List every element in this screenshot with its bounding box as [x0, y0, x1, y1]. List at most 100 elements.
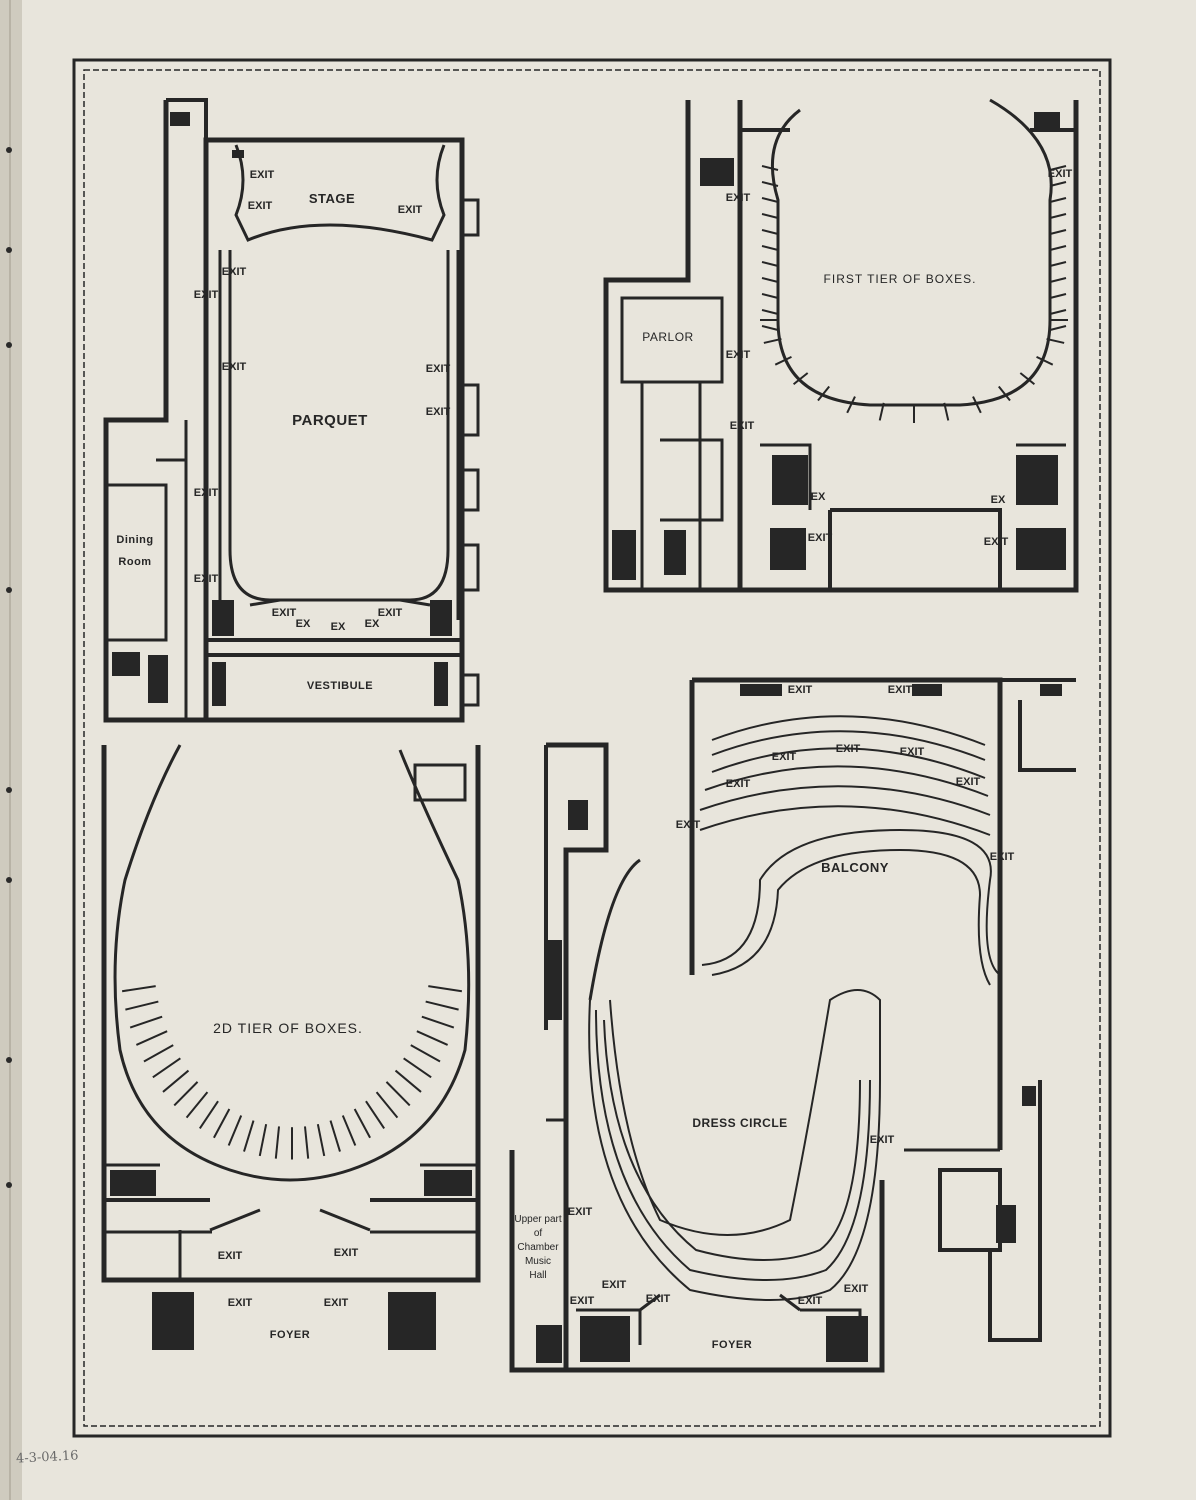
- first-tier-labels: FIRST TIER OF BOXES. PARLOR EXIT EXIT EX…: [642, 168, 1072, 548]
- box-partition: [761, 213, 779, 219]
- exit-label: EXIT: [324, 1297, 349, 1309]
- parlor-label: PARLOR: [642, 330, 693, 344]
- exit-label: EXIT: [870, 1134, 895, 1146]
- first-tier-horseshoe: [770, 98, 1053, 407]
- parlor-wall: [620, 296, 724, 384]
- exit-label: EXIT: [426, 363, 451, 375]
- dining-room-label-2: Room: [118, 556, 151, 568]
- exit-label: EXIT: [222, 266, 247, 278]
- dress-circle-outer-wall: [509, 1150, 885, 1373]
- box-partition: [129, 1015, 163, 1029]
- parquet-labels: STAGE PARQUET Dining Room VESTIBULE EXIT…: [116, 169, 450, 692]
- dress-circle-rows: [588, 989, 881, 1301]
- box-partition: [173, 1081, 199, 1107]
- box-partition: [1049, 181, 1067, 187]
- exit-label: EXIT: [194, 573, 219, 585]
- first-tier-floor-plan: [603, 98, 1079, 593]
- box-partition: [998, 385, 1011, 402]
- balcony-dress-circle-floor-plan: [509, 677, 1076, 1373]
- box-partition: [329, 1120, 341, 1152]
- first-tier-outer-wall: [737, 100, 1079, 593]
- exit-label: EXIT: [772, 751, 797, 763]
- exit-label: EXIT: [788, 684, 813, 696]
- box-partition: [761, 261, 779, 267]
- box-partition: [425, 1000, 459, 1011]
- stage-outline: [234, 144, 446, 242]
- chamber-music-hall-label: Chamber: [517, 1242, 559, 1253]
- dining-room-label: Dining: [116, 534, 153, 546]
- exit-label: EXIT: [378, 607, 403, 619]
- balcony-label: BALCONY: [821, 860, 889, 875]
- box-partition: [152, 1057, 181, 1079]
- box-partition: [761, 197, 779, 203]
- dress-circle-label: DRESS CIRCLE: [692, 1116, 787, 1130]
- exit-label: EXIT: [568, 1206, 593, 1218]
- box-partition: [1049, 213, 1067, 219]
- box-partition: [1049, 277, 1067, 283]
- box-partition: [385, 1081, 411, 1107]
- box-partition: [353, 1108, 371, 1139]
- box-partition: [1036, 355, 1054, 366]
- ex-label: EX: [296, 618, 311, 630]
- page-frame: [72, 58, 1112, 1438]
- box-partition: [428, 985, 463, 993]
- box-partition: [943, 402, 950, 421]
- exit-label: EXIT: [228, 1297, 253, 1309]
- box-partition: [1049, 229, 1067, 235]
- exit-label: EXIT: [398, 204, 423, 216]
- parquet-hatching: [112, 112, 452, 706]
- exit-label: EXIT: [956, 776, 981, 788]
- binding-holes: [6, 147, 12, 1188]
- exit-label: EXIT: [218, 1250, 243, 1262]
- box-partition: [243, 1120, 255, 1152]
- box-partition: [817, 385, 830, 402]
- balcony-hatching: [536, 684, 1062, 1363]
- first-tier-box-partitions: [760, 165, 1068, 423]
- box-partition: [403, 1057, 432, 1079]
- box-partition: [274, 1126, 281, 1159]
- box-partition: [1019, 372, 1036, 386]
- exit-label: EXIT: [730, 420, 755, 432]
- box-partition: [394, 1069, 422, 1093]
- exit-label: EXIT: [900, 746, 925, 758]
- box-partition: [1049, 325, 1067, 331]
- chamber-music-hall-label: Music: [525, 1256, 551, 1267]
- dress-circle-west-wall: [546, 742, 609, 1370]
- box-partition: [1049, 261, 1067, 267]
- box-partition: [792, 372, 809, 386]
- exit-label: EXIT: [836, 743, 861, 755]
- box-partition: [185, 1091, 209, 1119]
- box-partition: [341, 1115, 357, 1146]
- box-partition: [972, 396, 982, 414]
- box-partition: [761, 325, 779, 331]
- second-tier-floor-plan: [101, 744, 481, 1283]
- box-partition: [421, 1015, 455, 1029]
- box-partition: [303, 1126, 310, 1159]
- box-partition: [143, 1044, 174, 1063]
- balcony-labels: BALCONY DRESS CIRCLE FOYER EXIT EXIT EXI…: [514, 684, 1014, 1351]
- exit-label: EXIT: [602, 1279, 627, 1291]
- exit-label: EXIT: [1048, 168, 1073, 180]
- exit-label: EXIT: [990, 851, 1015, 863]
- box-partition: [135, 1030, 168, 1046]
- box-partition: [162, 1069, 190, 1093]
- box-partition: [761, 293, 779, 299]
- box-partition: [1046, 337, 1065, 344]
- exit-label: EXIT: [194, 289, 219, 301]
- box-partition: [410, 1044, 441, 1063]
- box-partition: [365, 1100, 385, 1129]
- dining-room-wall: [103, 100, 206, 723]
- box-partition: [761, 309, 779, 315]
- chamber-music-hall-label: Hall: [529, 1270, 546, 1281]
- balcony-seating-rows: [711, 715, 986, 746]
- chamber-music-hall-label: of: [534, 1228, 543, 1239]
- exit-label: EXIT: [570, 1295, 595, 1307]
- second-tier-hatching: [110, 1170, 472, 1350]
- exit-label: EXIT: [272, 607, 297, 619]
- exit-label: EXIT: [334, 1247, 359, 1259]
- parquet-auditorium-outline: [228, 250, 450, 602]
- box-partition: [1049, 309, 1067, 315]
- exit-label: EXIT: [726, 192, 751, 204]
